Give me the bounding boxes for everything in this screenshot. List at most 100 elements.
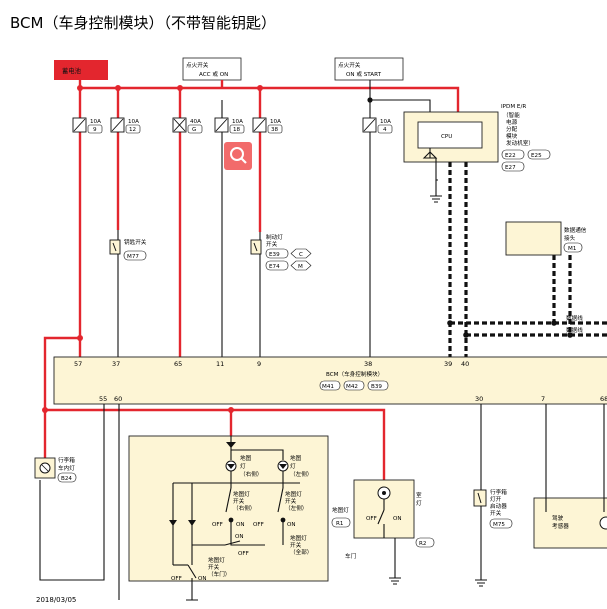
map-switch-off: OFF bbox=[253, 522, 264, 528]
map-lamp-r-label: （右侧） bbox=[240, 470, 262, 478]
switch-start-line1: 点火开关 bbox=[338, 61, 361, 69]
map-switch-door-on: ON bbox=[198, 576, 207, 582]
trunk-switch-label: 启动器 bbox=[490, 502, 507, 510]
ipdm-connector-e25: E25 bbox=[527, 149, 551, 160]
junction-dot bbox=[367, 97, 373, 103]
svg-text:G: G bbox=[192, 127, 196, 133]
room-lamp-off: OFF bbox=[366, 516, 377, 522]
switch-acc-line1: 点火开关 bbox=[186, 61, 209, 69]
map-lamp-wire bbox=[230, 449, 284, 460]
svg-text:10A: 10A bbox=[128, 119, 139, 125]
trunk-lamp-conn bbox=[57, 472, 77, 483]
data-link-conn-label: M1 bbox=[568, 246, 577, 252]
room-lamp-conn bbox=[415, 537, 435, 548]
svg-text:12: 12 bbox=[129, 127, 136, 133]
fuse-4: 10A 4 bbox=[362, 117, 393, 134]
fuse-g: 40A G bbox=[172, 117, 203, 134]
map-switch-door-label: 开关 bbox=[208, 563, 220, 571]
junction-dot bbox=[463, 332, 469, 338]
junction-dot bbox=[551, 320, 557, 326]
red-feed-lamps bbox=[45, 408, 386, 480]
pin-label: 30 bbox=[475, 395, 483, 403]
map-lamp-diode bbox=[226, 442, 236, 448]
ipdm-desc: （智能 bbox=[503, 111, 520, 119]
fuse-38: 10A 38 bbox=[252, 117, 283, 134]
map-switch-on: ON bbox=[236, 522, 245, 528]
data-link-conn bbox=[563, 242, 583, 253]
map-switch-r-label: 开关 bbox=[233, 497, 245, 505]
data-link-connector bbox=[505, 221, 562, 256]
map-switch-r bbox=[225, 487, 232, 513]
svg-text:10A: 10A bbox=[90, 119, 101, 125]
red-feed-left bbox=[43, 336, 80, 458]
battery-box bbox=[54, 60, 108, 80]
data-link-line1: 数据通信 bbox=[564, 226, 587, 234]
trunk-switch-conn-label: M75 bbox=[493, 522, 505, 528]
junction-dot bbox=[177, 85, 183, 91]
room-lamp-conn-label: R2 bbox=[419, 541, 426, 547]
right-device-box bbox=[533, 497, 607, 549]
brake-switch-conn-label: E74 bbox=[269, 264, 280, 270]
svg-text:10A: 10A bbox=[380, 119, 391, 125]
map-lamp-diode bbox=[169, 520, 177, 526]
brake-switch-tag-label: M bbox=[298, 264, 303, 270]
map-switch-door-off: OFF bbox=[171, 576, 182, 582]
search-button[interactable] bbox=[224, 142, 252, 170]
junction-dot bbox=[567, 332, 573, 338]
ipdm-desc: 模块 bbox=[506, 132, 518, 140]
sensor-icon bbox=[599, 516, 607, 530]
pin-label: 9 bbox=[257, 360, 261, 368]
map-switch-l-label: （左侧） bbox=[285, 504, 307, 512]
svg-text:18: 18 bbox=[233, 127, 241, 133]
brake-switch-tag-label: C bbox=[299, 252, 303, 258]
key-switch-label: 钥匙开关 bbox=[124, 238, 147, 246]
map-switch-door-label: 地图灯 bbox=[208, 556, 225, 564]
map-lamp-r-label: 灯 bbox=[240, 462, 246, 470]
pin-label: 55 bbox=[99, 395, 107, 403]
svg-text:10A: 10A bbox=[232, 119, 243, 125]
map-switch-off: OFF bbox=[212, 522, 223, 528]
bcm-conn-m42 bbox=[343, 380, 365, 391]
pin-label: 39 bbox=[444, 360, 452, 368]
svg-text:E27: E27 bbox=[505, 165, 516, 171]
room-lamp-switch bbox=[377, 509, 385, 538]
bcm-box bbox=[53, 356, 607, 405]
trunk-switch-label: 灯开 bbox=[490, 495, 502, 503]
brake-switch-tag-m bbox=[290, 260, 312, 271]
switch-acc-line2: ACC 或 ON bbox=[199, 70, 228, 78]
map-switch-r-label: （右侧） bbox=[233, 504, 255, 512]
map-lamp-wire bbox=[230, 520, 284, 546]
junction-dot bbox=[257, 85, 263, 91]
map-switch-all-label: 开关 bbox=[290, 541, 302, 549]
page-title: BCM（车身控制模块）（不带智能钥匙） bbox=[10, 14, 276, 32]
ipdm-name: IPDM E/R bbox=[501, 104, 526, 110]
wire-55 bbox=[39, 404, 105, 581]
junction-dot bbox=[77, 85, 83, 91]
search-icon bbox=[230, 147, 244, 161]
brake-switch-label1: 制动灯 bbox=[266, 233, 283, 241]
right-device-label: 考感器 bbox=[552, 522, 569, 530]
map-lamp-diode bbox=[188, 520, 196, 526]
room-lamp-on: ON bbox=[393, 516, 402, 522]
brake-switch-conn-e39 bbox=[265, 248, 289, 259]
bcm-conn-label: M41 bbox=[322, 384, 334, 390]
bcm-conn-m41 bbox=[319, 380, 341, 391]
lamp-icon bbox=[227, 464, 235, 469]
map-switch-l-label: 开关 bbox=[285, 497, 297, 505]
ipdm-cpu-label: CPU bbox=[441, 134, 452, 140]
map-switch-l bbox=[277, 487, 284, 513]
map-lamp-l-label: 灯 bbox=[290, 462, 296, 470]
right-device-label: 驾驶 bbox=[552, 514, 564, 522]
pin-label: 11 bbox=[216, 360, 224, 368]
map-lamp-wire bbox=[230, 471, 284, 488]
room-lamp-door: 车门 bbox=[345, 552, 357, 560]
trunk-lamp-switch bbox=[473, 489, 487, 507]
switch-start-box bbox=[334, 57, 404, 81]
svg-text:38: 38 bbox=[271, 127, 279, 133]
pin-label: 57 bbox=[74, 360, 82, 368]
map-lamp-assembly bbox=[128, 435, 329, 582]
switch-start-line2: ON 或 START bbox=[346, 70, 382, 78]
fuse-18: 10A 18 bbox=[214, 117, 245, 134]
map-lamp-conn bbox=[331, 517, 351, 528]
pin-label: 60 bbox=[114, 395, 122, 403]
